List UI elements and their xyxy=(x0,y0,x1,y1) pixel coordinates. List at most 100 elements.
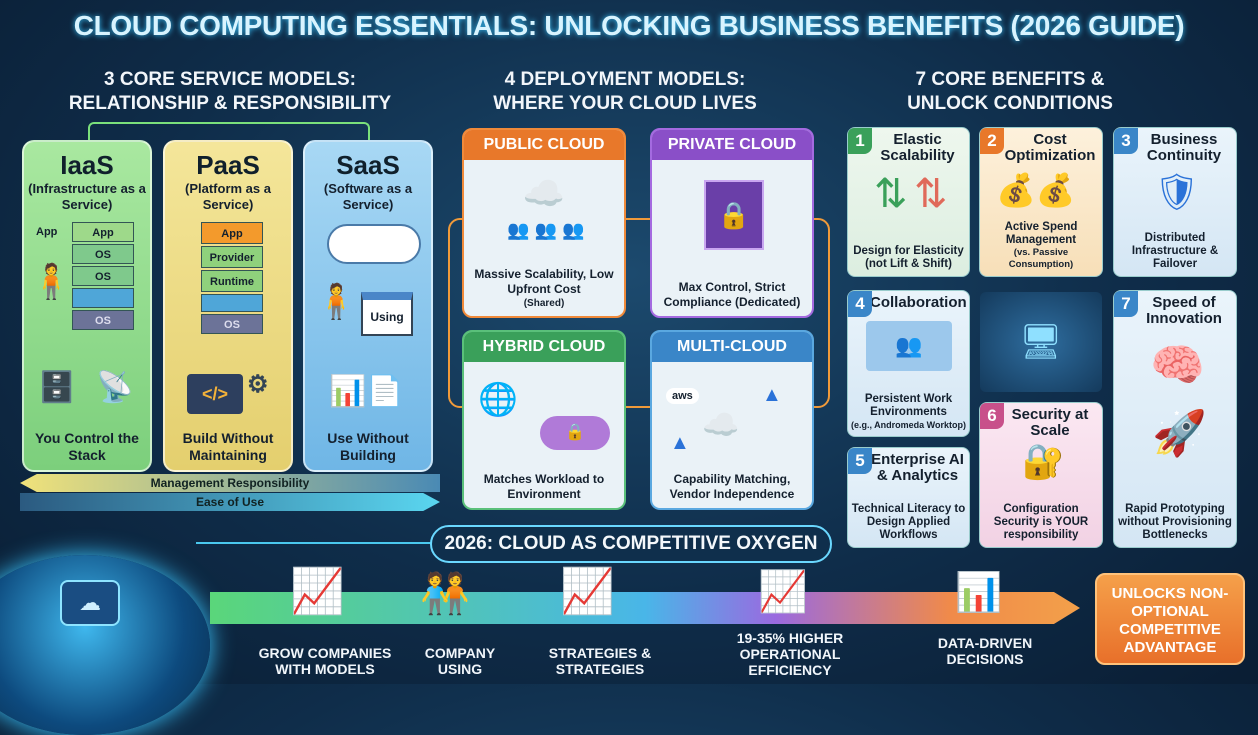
shield-check-icon: 🛡 xyxy=(1154,171,1200,212)
benefit-title: Business Continuity xyxy=(1146,131,1222,164)
cloud-dashboard-illustration: 🖥 xyxy=(980,292,1102,392)
stack-layer: OS xyxy=(201,314,263,334)
stack-layer: OS xyxy=(72,244,134,264)
saas-card: SaaS (Software as a Service) 🧍 Using 📊📄 … xyxy=(303,140,433,472)
model-footer: Build Without Maintaining xyxy=(182,430,274,463)
users-icon: 👥 👥 👥 xyxy=(507,220,585,240)
benefit-desc: Active Spend Management xyxy=(1004,221,1078,246)
benefit-desc: Rapid Prototyping without Provisioning B… xyxy=(1118,503,1232,541)
heading-line: UNLOCK CONDITIONS xyxy=(907,93,1113,114)
card-desc: Capability Matching, Vendor Independence xyxy=(669,472,795,501)
progress-flow-arrow xyxy=(210,592,1080,624)
service-models-heading: 3 CORE SERVICE MODELS: RELATIONSHIP & RE… xyxy=(20,68,440,116)
person-icon: 🧍 xyxy=(30,263,73,301)
benefit-title: Cost Optimization xyxy=(1004,131,1096,164)
brain-circuit-icon: 🧠 xyxy=(1150,341,1205,390)
stack-layer: Provider xyxy=(201,246,263,268)
cloud-server-icon: ☁ xyxy=(60,580,120,626)
benefit-number: 6 xyxy=(980,403,1004,429)
paas-card: PaaS (Platform as a Service) App Provide… xyxy=(163,140,293,472)
connector-line xyxy=(88,122,370,140)
benefit-number: 2 xyxy=(980,128,1004,154)
benefit-card-5: 5 Enterprise AI & Analytics Technical Li… xyxy=(847,447,970,548)
data-chart-icon: 📊 xyxy=(955,572,1003,614)
people-cloud-icon: 🧑‍🤝‍🧑 xyxy=(420,572,470,616)
flow-step: STRATEGIES & STRATEGIES xyxy=(548,645,652,677)
stack-icon: App OS OS OS xyxy=(72,222,134,330)
globe-cloud-icon: 🌐 xyxy=(478,381,518,417)
benefit-text: Active Spend Management (vs. Passive Con… xyxy=(982,221,1100,271)
ease-of-use-arrow xyxy=(20,493,440,511)
connector-line xyxy=(196,542,436,544)
stack-layer: Runtime xyxy=(201,270,263,292)
benefit-number: 7 xyxy=(1114,291,1138,317)
locked-server-icon: 🔒 xyxy=(704,180,764,250)
router-icon: 📡 xyxy=(96,371,134,404)
card-desc: Massive Scalability, Low Upfront Cost xyxy=(474,267,614,296)
management-responsibility-arrow xyxy=(20,474,440,492)
azure-icon: ▲ xyxy=(670,432,690,454)
arrow-label: Ease of Use xyxy=(195,495,265,509)
stack-layer xyxy=(201,294,263,312)
person-icon: 🧍 xyxy=(315,283,358,321)
rocket-icon: 🚀 xyxy=(1152,409,1207,458)
benefit-desc: Persistent Work Environments xyxy=(864,393,953,418)
app-label: App xyxy=(36,226,58,238)
benefit-card-1: 1 Elastic Scalability ⇅ ⇅ Design for Ela… xyxy=(847,127,970,277)
public-cloud-card: PUBLIC CLOUD ☁️ 👥 👥 👥 Massive Scalabilit… xyxy=(462,128,626,318)
heading-line: 3 CORE SERVICE MODELS: xyxy=(104,69,356,90)
documents-icon: 📊📄 xyxy=(329,375,404,408)
benefit-title: Speed of Innovation xyxy=(1146,294,1222,327)
flow-step: 19-35% HIGHER OPERATIONAL EFFICIENCY xyxy=(736,630,844,678)
model-subtitle: (Software as a Service) xyxy=(323,181,413,212)
benefit-number: 1 xyxy=(848,128,872,154)
money-bags-icon: 💰💰 xyxy=(996,172,1076,208)
card-header: PUBLIC CLOUD xyxy=(464,130,624,160)
benefit-note: (e.g., Andromeda Worktop) xyxy=(850,420,966,430)
flow-step: COMPANY USING xyxy=(424,645,496,677)
card-text: Massive Scalability, Low Upfront Cost (S… xyxy=(464,267,624,310)
benefit-number: 5 xyxy=(848,448,872,474)
benefit-desc: Distributed Infrastructure & Failover xyxy=(1131,232,1219,270)
benefit-title: Elastic Scalability xyxy=(880,131,955,164)
private-cloud-card: PRIVATE CLOUD 🔒 Max Control, Strict Comp… xyxy=(650,128,814,318)
team-meeting-icon: 👥 xyxy=(866,321,952,371)
scaling-arrows-icon: ⇅ xyxy=(874,172,908,216)
card-note: (Shared) xyxy=(523,298,565,309)
card-desc: Matches Workload to Environment xyxy=(483,472,605,501)
model-name: IaaS xyxy=(60,150,114,180)
heading-line: WHERE YOUR CLOUD LIVES xyxy=(493,93,757,114)
hybrid-cloud-card: HYBRID CLOUD 🌐 🔒 Matches Workload to Env… xyxy=(462,330,626,510)
stack-layer xyxy=(72,288,134,308)
benefit-note: (vs. Passive Consumption) xyxy=(1008,247,1074,270)
benefit-number: 3 xyxy=(1114,128,1138,154)
card-header: MULTI-CLOUD xyxy=(652,332,812,362)
benefit-card-2: 2 Cost Optimization 💰💰 Active Spend Mana… xyxy=(979,127,1103,277)
code-icon: </> xyxy=(187,374,243,414)
stack-icon: App Provider Runtime OS xyxy=(201,222,263,334)
benefit-title: Security at Scale xyxy=(1011,406,1089,439)
deployment-heading: 4 DEPLOYMENT MODELS: WHERE YOUR CLOUD LI… xyxy=(440,68,810,116)
server-icon: 🗄️ xyxy=(38,371,76,404)
model-footer: Use Without Building xyxy=(327,430,409,463)
shield-lock-icon: 🔐 xyxy=(1022,443,1065,481)
shared-cloud-icon: ☁️ xyxy=(522,175,566,213)
benefit-card-6: 6 Security at Scale 🔐 Configuration Secu… xyxy=(979,402,1103,548)
cloud-apps-icon xyxy=(327,224,421,264)
scaling-arrows-icon: ⇅ xyxy=(914,172,948,216)
azure-icon: ▲ xyxy=(762,384,782,406)
flow-step: DATA-DRIVEN DECISIONS xyxy=(937,635,1033,667)
card-header: HYBRID CLOUD xyxy=(464,332,624,362)
benefit-card-4: 4 Collaboration 👥 Persistent Work Enviro… xyxy=(847,290,970,437)
efficiency-chart-icon: 📈 xyxy=(758,570,808,614)
stack-layer: App xyxy=(72,222,134,242)
card-header: PRIVATE CLOUD xyxy=(652,130,812,160)
app-window: Using xyxy=(361,292,413,336)
page-title: CLOUD COMPUTING ESSENTIALS: UNLOCKING BU… xyxy=(73,10,1185,41)
aws-logo: aws xyxy=(666,388,699,404)
benefit-desc: Configuration Security is YOUR responsib… xyxy=(993,503,1089,541)
connector-line xyxy=(448,218,830,408)
benefit-title: Collaboration xyxy=(870,294,967,311)
private-cloud-icon: 🔒 xyxy=(540,416,610,450)
arrow-label: Management Responsibility xyxy=(150,476,310,490)
